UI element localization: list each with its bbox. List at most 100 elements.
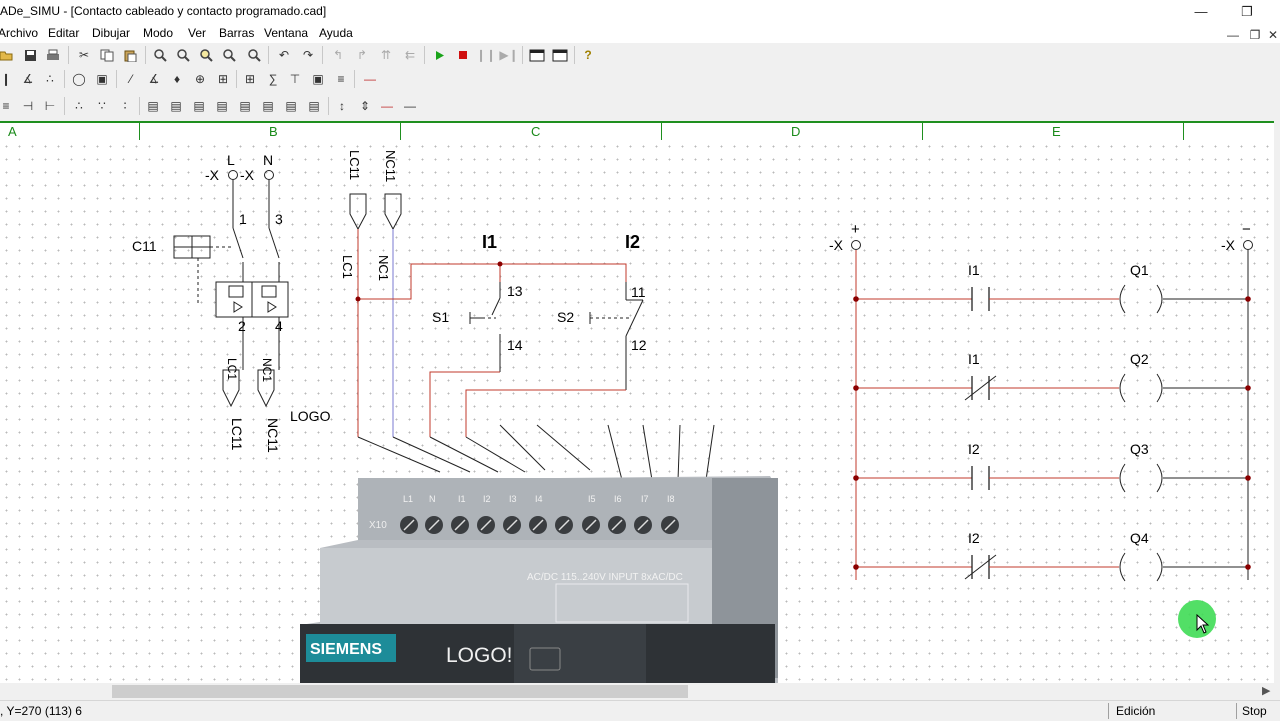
terminal-x-left: -X: [205, 167, 220, 183]
zoom-out-icon[interactable]: [196, 45, 216, 65]
terminal-N-label: N: [263, 152, 273, 168]
timer-icon[interactable]: ⊞: [244, 72, 256, 86]
align-left-icon[interactable]: ↰: [332, 48, 344, 62]
rung-node-right: [1245, 564, 1251, 570]
menu-archivo[interactable]: Archivo: [0, 26, 39, 40]
vertical-scrollbar[interactable]: [1274, 121, 1280, 683]
play-icon[interactable]: [430, 45, 450, 65]
column-label-e: E: [1052, 124, 1061, 139]
window-icon[interactable]: [527, 45, 547, 65]
drawing-canvas[interactable]: L N -X -X 1 3 2 4 C11 LC11 NC11 LC1 NC1 …: [0, 140, 1274, 683]
block-g-icon[interactable]: ▤: [285, 99, 297, 113]
block-a-icon[interactable]: ▤: [147, 99, 159, 113]
menu-modo[interactable]: Modo: [143, 26, 174, 40]
input-i1-label: I1: [482, 232, 497, 252]
horizontal-scroll-thumb[interactable]: [112, 685, 688, 698]
coil-reset-icon[interactable]: ∵: [98, 99, 106, 113]
ladder-no-icon[interactable]: ⊣: [22, 99, 34, 113]
ladder-nc-icon[interactable]: ⊢: [44, 99, 56, 113]
coil-set-icon[interactable]: ∴: [75, 99, 83, 113]
bus-icon[interactable]: ≡: [337, 72, 345, 86]
coil-neg-icon[interactable]: ∶: [123, 99, 127, 113]
horizontal-scrollbar[interactable]: ▶: [0, 683, 1280, 700]
stop-icon[interactable]: [453, 45, 473, 65]
coil-arc-left: [1119, 284, 1126, 314]
mdi-close-icon[interactable]: ✕: [1267, 28, 1279, 42]
pin-3-label: 3: [275, 211, 283, 227]
window-title: ADe_SIMU - [Contacto cableado y contacto…: [0, 4, 327, 18]
undo-icon[interactable]: ↶: [278, 48, 290, 62]
motor-icon[interactable]: ▣: [312, 72, 324, 86]
save-icon[interactable]: [20, 45, 40, 65]
align-right-icon[interactable]: ↱: [356, 48, 368, 62]
paste-icon[interactable]: [120, 45, 140, 65]
print-icon[interactable]: [43, 45, 63, 65]
contact-no-icon[interactable]: ❙: [0, 72, 12, 86]
wire-icon[interactable]: —: [364, 72, 376, 86]
settings-window-icon[interactable]: [550, 45, 570, 65]
relay-icon[interactable]: ▣: [96, 72, 108, 86]
logo-bank: X10: [369, 520, 387, 531]
lc11-bottom-label: LC11: [229, 418, 245, 451]
switch-s2-label: S2: [557, 309, 574, 325]
mdi-restore-icon[interactable]: ❐: [1249, 28, 1261, 42]
block-e-icon[interactable]: ▤: [239, 99, 251, 113]
s2-pin-top: 11: [631, 284, 646, 300]
lamp-icon[interactable]: ⊕: [194, 72, 206, 86]
menu-dibujar[interactable]: Dibujar: [92, 26, 131, 40]
restore-icon[interactable]: ❐: [1241, 4, 1253, 19]
block-f-icon[interactable]: ▤: [262, 99, 274, 113]
contact-label: I2: [968, 530, 980, 546]
block-b-icon[interactable]: ▤: [170, 99, 182, 113]
rung-node-left: [853, 475, 859, 481]
redo-icon[interactable]: ↷: [302, 48, 314, 62]
fuse-icon[interactable]: ∑: [268, 72, 278, 86]
contact-triple-icon[interactable]: ∴: [46, 72, 54, 86]
menu-ver[interactable]: Ver: [188, 26, 207, 40]
vline-icon[interactable]: ↕: [339, 99, 345, 113]
step-icon[interactable]: ▶❙: [499, 48, 519, 62]
contact-nc-icon[interactable]: ∡: [22, 72, 34, 86]
mdi-minimize-icon[interactable]: —: [1227, 28, 1239, 42]
switch-nc-icon[interactable]: ∡: [148, 72, 160, 86]
terminal-icon[interactable]: ⊤: [289, 72, 301, 86]
pushbutton-icon[interactable]: ♦: [173, 72, 181, 86]
menu-editar[interactable]: Editar: [48, 26, 80, 40]
breaker-icon[interactable]: ◯: [72, 72, 86, 86]
switch-s1-label: S1: [432, 309, 449, 325]
menu-barras[interactable]: Barras: [219, 26, 255, 40]
zoom-window-icon[interactable]: [150, 45, 170, 65]
hline-icon[interactable]: —: [404, 99, 416, 113]
zoom-pan-icon[interactable]: [244, 45, 264, 65]
vnode-icon[interactable]: ⇕: [359, 99, 371, 113]
coil-arc-right: [1156, 463, 1163, 493]
align-down-icon[interactable]: ⇇: [404, 48, 416, 62]
coil-icon[interactable]: ⊞: [217, 72, 229, 86]
align-up-icon[interactable]: ⇈: [380, 48, 392, 62]
help-icon[interactable]: ?: [584, 48, 592, 62]
cut-icon[interactable]: ✂: [78, 48, 90, 62]
hline-red-icon[interactable]: —: [381, 99, 393, 113]
logo-terminal-label: I2: [483, 494, 491, 504]
logo-terminal-slot: [532, 519, 544, 531]
block-d-icon[interactable]: ▤: [216, 99, 228, 113]
block-h-icon[interactable]: ▤: [308, 99, 320, 113]
minimize-icon[interactable]: —: [1194, 4, 1208, 19]
scroll-right-arrow-icon[interactable]: ▶: [1262, 685, 1271, 697]
menu-ayuda[interactable]: Ayuda: [319, 26, 353, 40]
block-c-icon[interactable]: ▤: [193, 99, 205, 113]
contact-label: I1: [968, 351, 980, 367]
contact-label: I2: [968, 441, 980, 457]
ladder-minus-label: −: [1242, 221, 1251, 238]
pause-icon[interactable]: ❙❙: [475, 48, 497, 62]
zoom-all-icon[interactable]: [219, 45, 239, 65]
node-lc1: [355, 296, 361, 302]
open-icon[interactable]: [0, 45, 16, 65]
switch-no-icon[interactable]: ⁄: [129, 72, 132, 86]
zoom-in-icon[interactable]: [173, 45, 193, 65]
ladder-left-x: -X: [829, 237, 844, 253]
copy-icon[interactable]: [97, 45, 117, 65]
ladder-icon[interactable]: ≡: [2, 99, 10, 113]
logo-terminal-slot: [480, 519, 492, 531]
menu-ventana[interactable]: Ventana: [264, 26, 309, 40]
